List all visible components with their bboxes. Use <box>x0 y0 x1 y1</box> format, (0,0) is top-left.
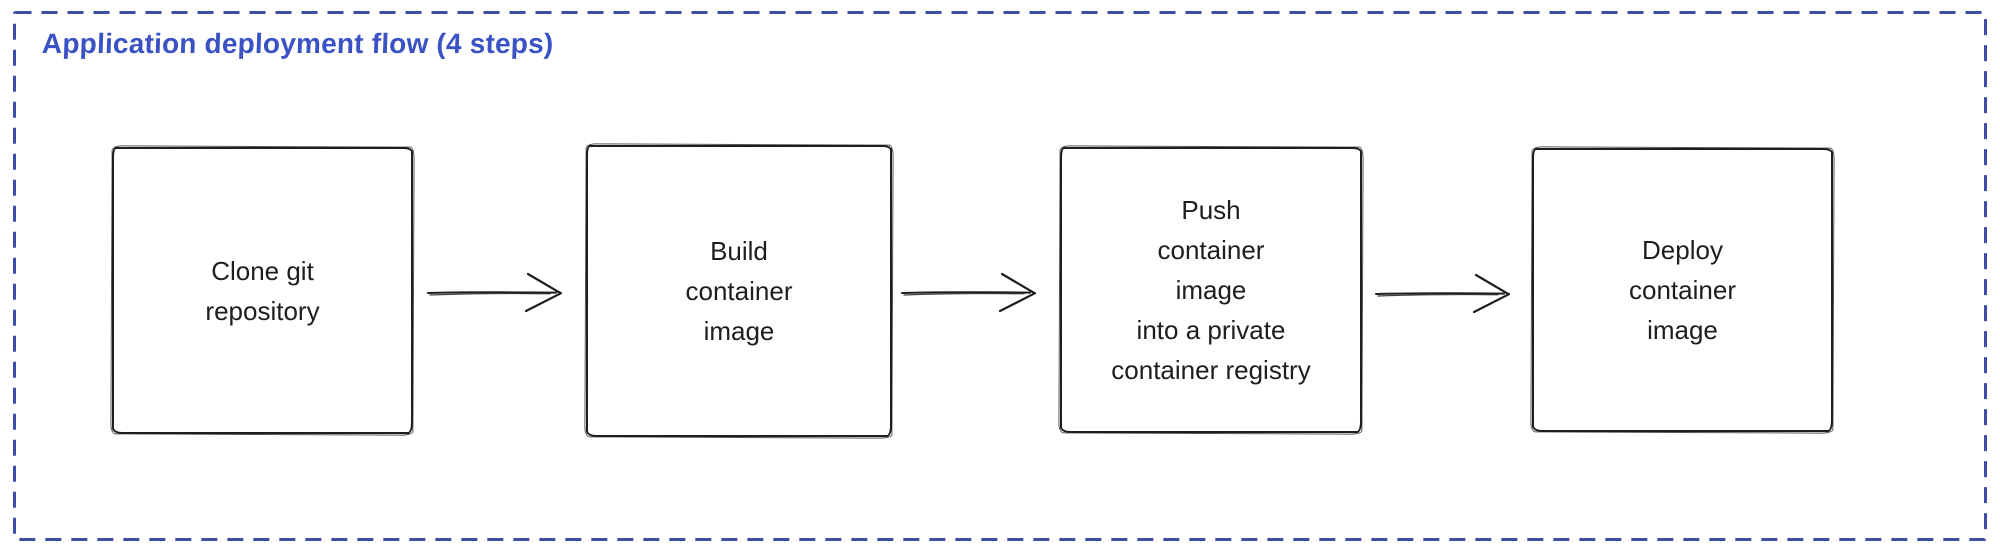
step-label-clone-git-repository: Clone git repository <box>205 255 320 326</box>
arrow-shaft-double <box>903 293 1025 296</box>
flow-arrow-2 <box>901 272 1037 313</box>
arrow-shaft-double <box>429 293 551 296</box>
step-box-deploy-container-image: Deploy container image <box>1532 148 1833 432</box>
arrow-shaft <box>427 291 557 294</box>
step-box-build-container-image: Build container image <box>586 145 892 437</box>
step-label-deploy-container-image: Deploy container image <box>1629 235 1736 345</box>
arrow-head <box>998 272 1037 313</box>
arrow-shaft-double <box>1377 294 1499 297</box>
arrow-head <box>524 272 563 313</box>
flow-arrow-1 <box>427 272 563 313</box>
flow-arrow-3 <box>1375 273 1511 314</box>
arrow-shaft <box>1375 292 1505 295</box>
step-label-build-container-image: Build container image <box>685 236 793 346</box>
diagram-title: Application deployment flow (4 steps) <box>41 28 555 59</box>
step-box-clone-git-repository: Clone git repository <box>112 147 413 434</box>
step-box-push-container-image: Push container image into a private cont… <box>1060 147 1362 433</box>
arrow-shaft <box>901 291 1031 294</box>
step-label-push-container-image: Push container image into a private cont… <box>1111 195 1311 385</box>
arrow-head <box>1472 273 1511 314</box>
